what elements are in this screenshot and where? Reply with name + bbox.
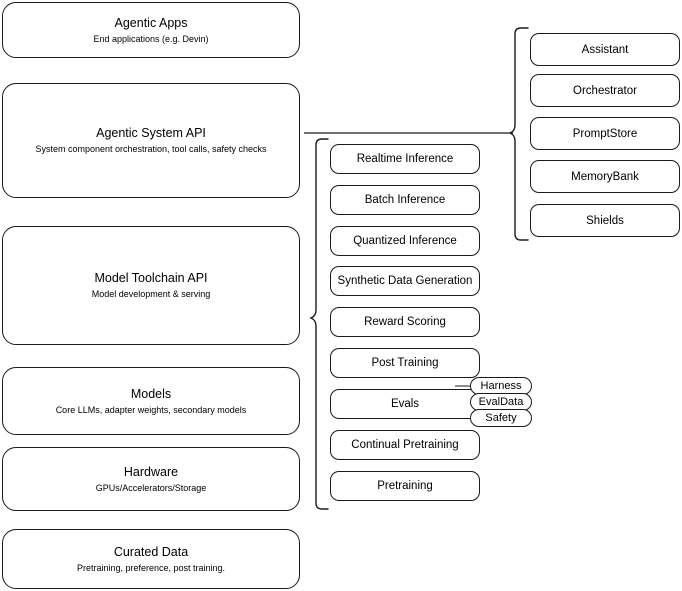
- component-assistant[interactable]: Assistant: [530, 33, 680, 66]
- capability-label: Reward Scoring: [364, 316, 446, 328]
- capability-realtime-inference[interactable]: Realtime Inference: [330, 144, 480, 174]
- component-label: Assistant: [581, 43, 629, 56]
- layer-title: Hardware: [123, 464, 179, 479]
- layer-agentic-apps[interactable]: Agentic Apps End applications (e.g. Devi…: [2, 2, 300, 58]
- capability-quantized-inference[interactable]: Quantized Inference: [330, 226, 480, 256]
- capability-label: Evals: [390, 398, 420, 410]
- component-orchestrator[interactable]: Orchestrator: [530, 74, 680, 107]
- capability-label: Realtime Inference: [356, 153, 454, 165]
- capability-label: Continual Pretraining: [351, 439, 459, 451]
- capability-label: Quantized Inference: [353, 235, 457, 247]
- layer-subtitle: System component orchestration, tool cal…: [35, 144, 267, 154]
- pill-label: Safety: [485, 411, 517, 424]
- capability-label: Batch Inference: [364, 194, 446, 206]
- capability-post-training[interactable]: Post Training: [330, 348, 480, 378]
- component-label: Shields: [586, 214, 624, 227]
- capability-pretraining[interactable]: Pretraining: [330, 471, 480, 501]
- layer-subtitle: Model development & serving: [91, 289, 211, 299]
- component-label: MemoryBank: [571, 170, 639, 183]
- component-promptstore[interactable]: PromptStore: [530, 117, 680, 150]
- layer-title: Models: [130, 386, 172, 401]
- layer-subtitle: Core LLMs, adapter weights, secondary mo…: [55, 404, 247, 415]
- capability-label: Synthetic Data Generation: [337, 275, 473, 287]
- layer-subtitle: End applications (e.g. Devin): [93, 33, 209, 44]
- component-label: PromptStore: [572, 127, 638, 140]
- capability-batch-inference[interactable]: Batch Inference: [330, 185, 480, 215]
- component-label: Orchestrator: [573, 84, 637, 97]
- capability-reward-scoring[interactable]: Reward Scoring: [330, 307, 480, 337]
- pill-label: Harness: [480, 379, 522, 392]
- layer-hardware[interactable]: Hardware GPUs/Accelerators/Storage: [2, 447, 300, 511]
- layer-title: Agentic System API: [96, 126, 206, 140]
- component-shields[interactable]: Shields: [530, 204, 680, 237]
- layer-title: Curated Data: [113, 544, 189, 559]
- component-memorybank[interactable]: MemoryBank: [530, 160, 680, 193]
- layer-title: Model Toolchain API: [94, 271, 208, 285]
- capability-synthetic-data-generation[interactable]: Synthetic Data Generation: [330, 266, 480, 296]
- layer-subtitle: Pretraining, preference, post training.: [76, 562, 226, 573]
- layer-subtitle: GPUs/Accelerators/Storage: [95, 482, 207, 493]
- layer-title: Agentic Apps: [114, 15, 188, 30]
- layer-models[interactable]: Models Core LLMs, adapter weights, secon…: [2, 367, 300, 435]
- layer-model-toolchain-api[interactable]: Model Toolchain API Model development & …: [2, 226, 300, 345]
- capability-label: Pretraining: [377, 480, 433, 492]
- capability-evals[interactable]: Evals: [330, 389, 480, 419]
- layer-agentic-system-api[interactable]: Agentic System API System component orch…: [2, 83, 300, 198]
- pill-label: EvalData: [478, 395, 524, 408]
- layer-curated-data[interactable]: Curated Data Pretraining, preference, po…: [2, 529, 300, 589]
- capability-continual-pretraining[interactable]: Continual Pretraining: [330, 430, 480, 460]
- evals-subcomponent-safety[interactable]: Safety: [470, 409, 532, 427]
- capability-label: Post Training: [371, 357, 439, 369]
